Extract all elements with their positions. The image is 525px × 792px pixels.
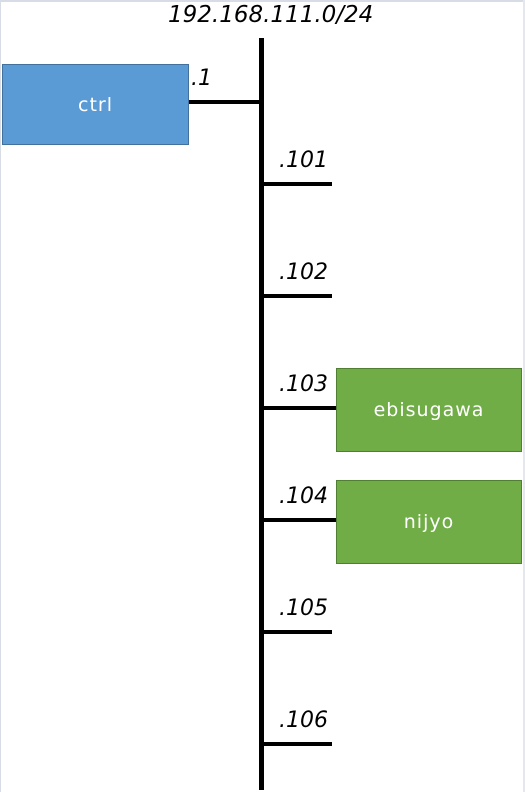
host-nijyo[interactable]: nijyo xyxy=(336,480,522,564)
host-ebisugawa[interactable]: ebisugawa xyxy=(336,368,522,452)
link-103 xyxy=(262,406,336,410)
link-104 xyxy=(262,518,336,522)
link-ctrl xyxy=(189,100,261,104)
port-stub-105 xyxy=(262,630,332,634)
host-nijyo-name: nijyo xyxy=(403,511,455,533)
subnet-label: 192.168.111.0/24 xyxy=(168,2,374,28)
ip-suffix-105: .105 xyxy=(279,596,328,621)
host-ctrl[interactable]: ctrl xyxy=(2,64,189,145)
host-ebisugawa-name: ebisugawa xyxy=(373,399,485,421)
frame-top-border xyxy=(0,0,525,2)
frame-left-border xyxy=(0,0,1,792)
host-ctrl-name: ctrl xyxy=(78,93,113,116)
ip-suffix-104: .104 xyxy=(279,484,328,509)
ip-suffix-102: .102 xyxy=(279,260,328,285)
ip-suffix-ctrl: .1 xyxy=(191,66,212,91)
port-stub-101 xyxy=(262,182,332,186)
port-stub-102 xyxy=(262,294,332,298)
port-stub-106 xyxy=(262,742,332,746)
ip-suffix-101: .101 xyxy=(279,148,328,173)
ip-suffix-106: .106 xyxy=(279,708,328,733)
network-bus xyxy=(259,38,264,790)
ip-suffix-103: .103 xyxy=(279,372,328,397)
frame-right-border xyxy=(523,0,525,792)
